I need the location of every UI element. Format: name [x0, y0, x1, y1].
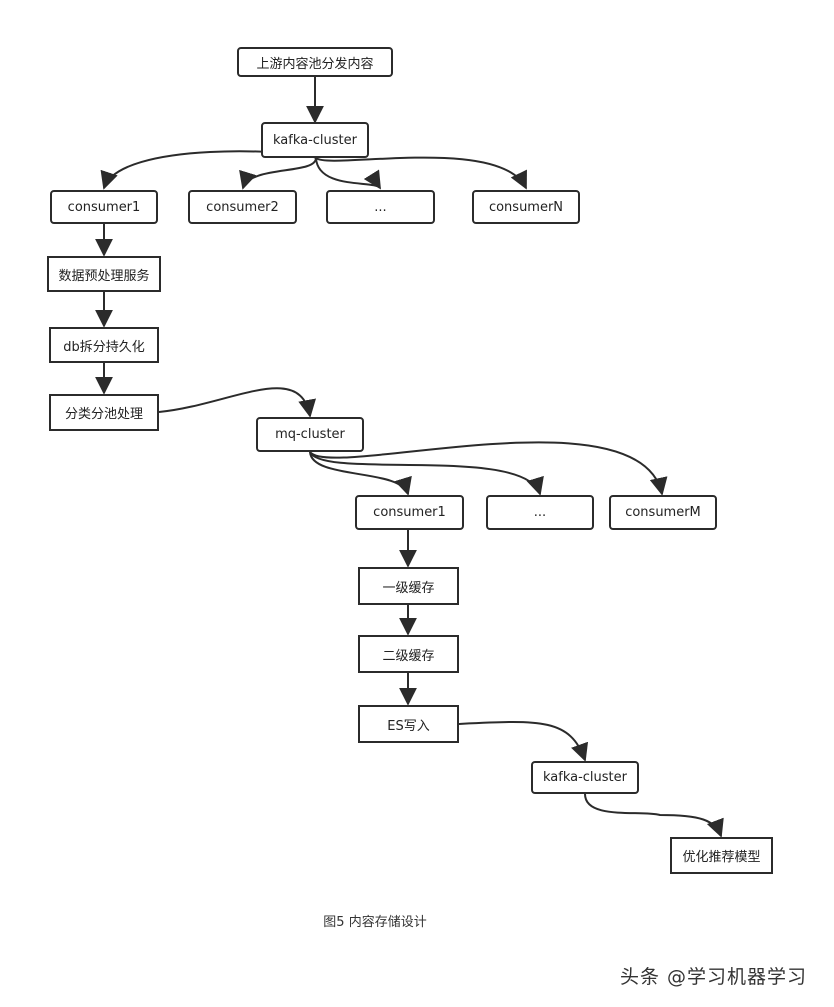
node-consumer1-mid: consumer1	[355, 495, 464, 530]
edge-kafka-consumerN	[315, 156, 527, 190]
edge-classify-mq	[158, 387, 316, 418]
node-level2-cache: 二级缓存	[358, 635, 459, 673]
edge-es-kafka	[457, 721, 589, 762]
node-kafka-cluster-bottom: kafka-cluster	[531, 761, 639, 794]
node-es-write: ES写入	[358, 705, 459, 743]
node-mq-cluster: mq-cluster	[256, 417, 364, 452]
node-level1-cache: 一级缓存	[358, 567, 459, 605]
node-consumer2-top: consumer2	[188, 190, 297, 224]
node-data-preprocess-service: 数据预处理服务	[47, 256, 161, 292]
figure-caption: 图5 内容存储设计	[323, 915, 427, 930]
node-consumer1-top: consumer1	[50, 190, 158, 224]
edge-kafka-model	[584, 793, 724, 838]
node-upstream-content-pool: 上游内容池分发内容	[237, 47, 393, 77]
node-ellipsis-top: ...	[326, 190, 435, 224]
edge-kafka-ellipsis	[315, 157, 381, 190]
node-classify-pool: 分类分池处理	[49, 394, 159, 431]
node-kafka-cluster-top: kafka-cluster	[261, 122, 369, 158]
edge-kafka-consumer2	[239, 157, 317, 190]
edge-mq-consumer1	[309, 451, 412, 496]
node-consumerM: consumerM	[609, 495, 717, 530]
node-optimize-recommend-model: 优化推荐模型	[670, 837, 773, 874]
edge-mq-ellipsis	[309, 451, 544, 496]
watermark-text: 头条 @学习机器学习	[620, 966, 808, 988]
node-consumerN: consumerN	[472, 190, 580, 224]
node-ellipsis-mid: ...	[486, 495, 594, 530]
edge-mq-consumerM	[309, 441, 668, 496]
node-db-split-persist: db拆分持久化	[49, 327, 159, 363]
